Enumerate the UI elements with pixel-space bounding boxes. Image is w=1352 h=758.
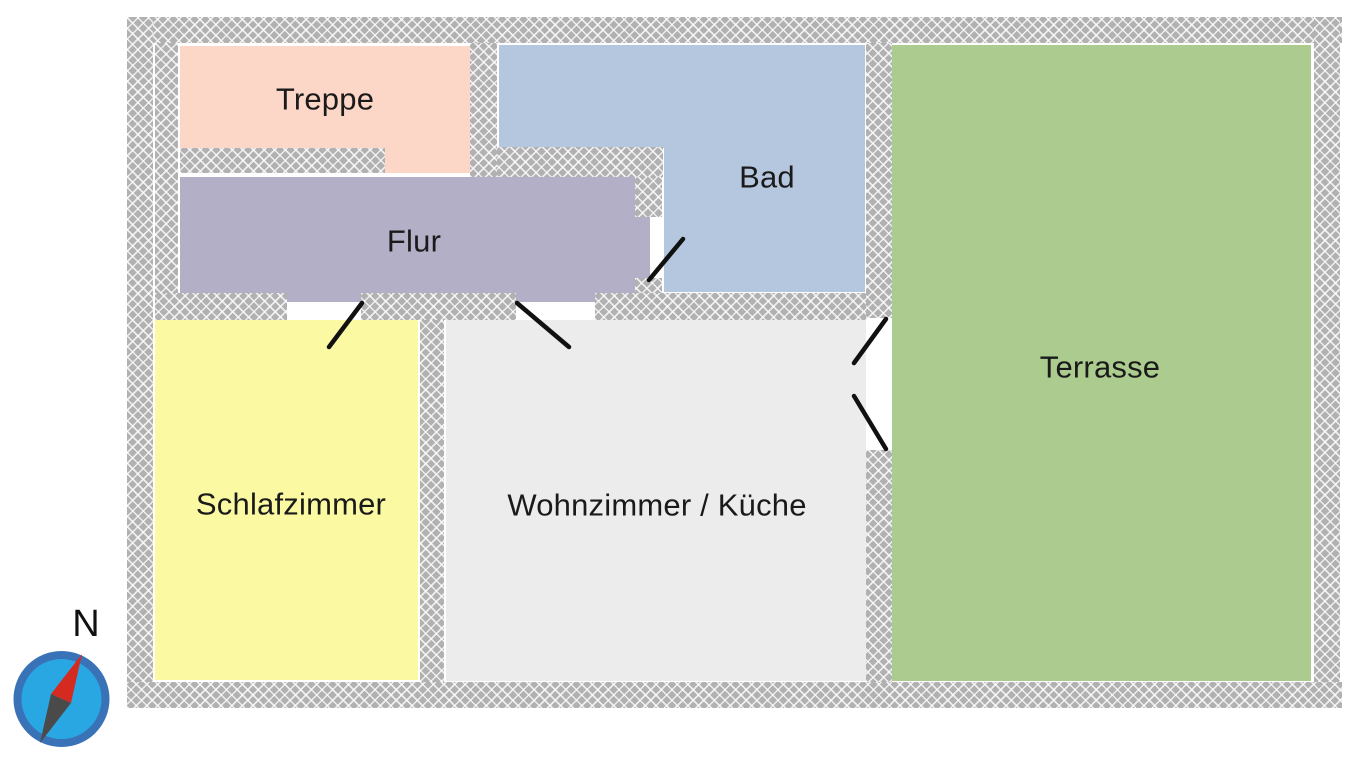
wall-bad-south-west xyxy=(497,147,663,177)
wall-schlaf-wohnzimmer xyxy=(420,320,444,682)
room-bad-upper xyxy=(499,45,865,148)
label-flur: Flur xyxy=(386,223,442,259)
room-bad-lower xyxy=(664,148,865,292)
wall-flur-bad-north xyxy=(635,177,662,217)
compass-icon xyxy=(13,651,110,747)
compass-north-label: N xyxy=(72,603,100,645)
wall-flur-south-c xyxy=(595,293,867,320)
door-swing-bad xyxy=(646,236,686,283)
room-schlafzimmer xyxy=(155,320,418,680)
room-flur xyxy=(180,177,650,302)
door-swing-schlafzimmer xyxy=(326,300,365,350)
label-schlafzimmer: Schlafzimmer xyxy=(195,486,387,522)
wall-outer-top xyxy=(127,17,1342,43)
wall-terrasse-north xyxy=(866,43,892,318)
wall-outer-bottom xyxy=(127,682,1342,708)
wall-flur-south-a xyxy=(155,293,287,320)
compass-needle-north xyxy=(51,654,82,703)
label-bad: Bad xyxy=(739,159,795,195)
room-wohnzimmer-kueche xyxy=(446,320,866,681)
door-swing-terrasse-lower xyxy=(851,393,889,452)
wall-treppe-bad xyxy=(470,43,497,177)
wall-terrasse-south xyxy=(866,450,892,682)
wall-flur-south-b xyxy=(361,293,516,320)
compass-needle-south xyxy=(40,694,71,743)
door-swing-terrasse-upper xyxy=(851,316,889,366)
wall-outer-right xyxy=(1314,17,1340,708)
wall-treppe-south xyxy=(180,148,385,173)
label-terrasse: Terrasse xyxy=(1039,349,1161,385)
wall-inner-left xyxy=(155,43,178,320)
room-terrasse xyxy=(892,45,1311,681)
wall-outer-left xyxy=(127,17,153,708)
door-swing-wohnzimmer xyxy=(514,300,572,350)
label-wohnzimmer: Wohnzimmer / Küche xyxy=(507,487,807,523)
label-treppe: Treppe xyxy=(275,81,375,117)
